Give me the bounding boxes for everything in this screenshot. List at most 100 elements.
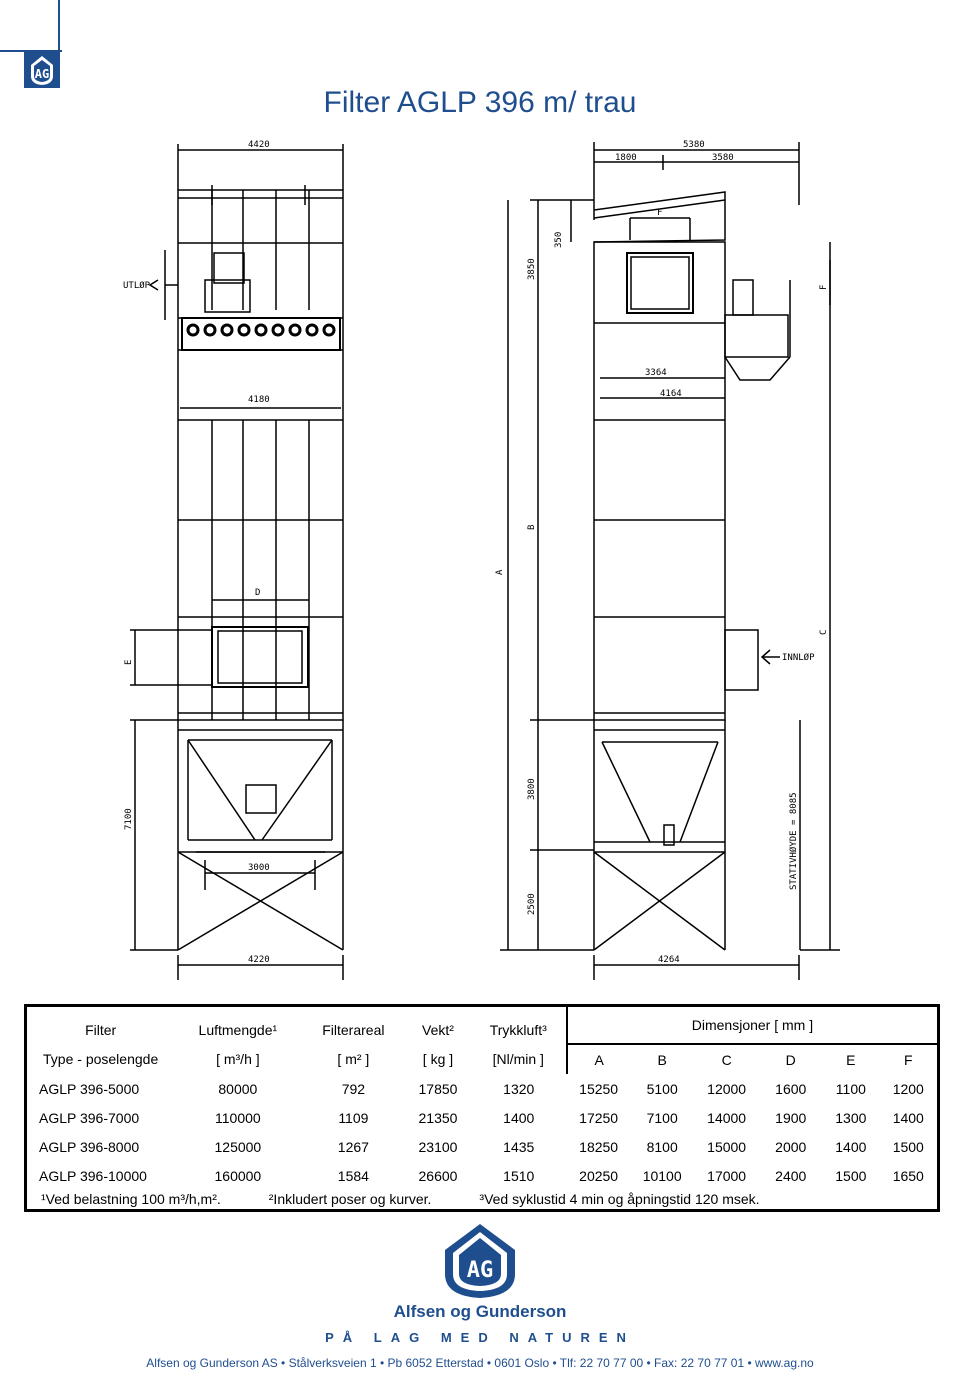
cell-weight: 17850 <box>418 1080 458 1097</box>
cell-model: AGLP 396-8000 <box>39 1138 140 1155</box>
dim-f-side: F <box>819 285 829 290</box>
cell-b: 7100 <box>646 1109 678 1126</box>
header-area-line1: Filterareal <box>322 1021 385 1038</box>
cell-airflow: 80000 <box>218 1080 258 1097</box>
cell-c: 15000 <box>707 1138 747 1155</box>
cell-d: 1600 <box>775 1080 807 1097</box>
dim-3850: 3850 <box>527 258 537 280</box>
dim-c: C <box>819 630 829 635</box>
dim-3800: 3800 <box>527 778 537 800</box>
filter-technical-drawing: 4420 5380 1800 3580 F 350 3850 F UTLØP 4… <box>123 140 840 980</box>
company-address: Alfsen og Gunderson AS • Stålverksveien … <box>146 1356 814 1370</box>
cell-b: 10100 <box>642 1167 682 1184</box>
brand-name: Alfsen og Gunderson <box>393 1302 567 1321</box>
dim-5380: 5380 <box>683 140 705 150</box>
table-row: AGLP 396-5000 80000 792 17850 1320 15250… <box>27 1074 937 1103</box>
outlet-label: UTLØP <box>123 280 151 291</box>
dim-d: D <box>255 588 260 598</box>
dim-4164: 4164 <box>660 389 682 399</box>
cell-area: 1267 <box>337 1138 369 1155</box>
cell-airflow: 125000 <box>214 1138 262 1155</box>
cell-model: AGLP 396-5000 <box>39 1080 140 1097</box>
header-air-line1: Luftmengde¹ <box>198 1021 278 1038</box>
footnote-2: ²Inkludert poser og kurver. <box>268 1191 432 1207</box>
header-dim-c: C <box>721 1051 732 1068</box>
header-weight-line1: Vekt² <box>422 1021 454 1038</box>
cell-c: 17000 <box>707 1167 747 1184</box>
cell-e: 1300 <box>835 1109 867 1126</box>
cell-c: 14000 <box>707 1109 747 1126</box>
cell-area: 1109 <box>338 1109 369 1126</box>
spec-table: Filter Luftmengde¹ Filterareal Vekt² Try… <box>24 1004 940 1212</box>
cell-f: 1650 <box>892 1167 924 1184</box>
cell-model: AGLP 396-10000 <box>39 1167 147 1184</box>
header-dimensions: Dimensjoner [ mm ] <box>565 1007 937 1045</box>
cell-pressure: 1400 <box>503 1109 535 1126</box>
cell-area: 792 <box>341 1080 366 1097</box>
header-dim-f: F <box>903 1051 913 1068</box>
dim-2500: 2500 <box>527 893 537 915</box>
cell-a: 20250 <box>579 1167 619 1184</box>
ag-logo-small: AG <box>24 51 60 88</box>
footnote-3: ³Ved syklustid 4 min og åpningstid 120 m… <box>479 1191 760 1207</box>
cell-e: 1400 <box>835 1138 867 1155</box>
header-filter-line1: Filter <box>85 1021 117 1038</box>
cell-weight: 21350 <box>418 1109 458 1126</box>
cell-a: 18250 <box>579 1138 619 1155</box>
cell-airflow: 110000 <box>215 1109 261 1126</box>
header-rule-vertical <box>58 0 60 60</box>
cell-f: 1500 <box>892 1138 924 1155</box>
dim-a: A <box>495 569 505 575</box>
dim-3364: 3364 <box>645 368 667 378</box>
cell-d: 1900 <box>775 1109 807 1126</box>
dim-4220: 4220 <box>248 955 270 965</box>
header-weight-line2: [ kg ] <box>422 1051 454 1067</box>
footnote-1: ¹Ved belastning 100 m³/h,m². <box>41 1191 221 1207</box>
svg-text:AG: AG <box>35 67 49 81</box>
dim-4420: 4420 <box>248 140 270 150</box>
header-air-line2: [ m³/h ] <box>216 1051 260 1067</box>
cell-airflow: 160000 <box>214 1167 262 1184</box>
cell-model: AGLP 396-7000 <box>39 1109 140 1126</box>
dim-3580: 3580 <box>712 153 734 163</box>
table-row: AGLP 396-8000 125000 1267 23100 1435 182… <box>27 1132 937 1161</box>
cell-f: 1200 <box>892 1080 924 1097</box>
header-dim-d: D <box>785 1051 796 1068</box>
cell-weight: 23100 <box>418 1138 458 1155</box>
header-filter-line2: Type - poselengde <box>43 1051 159 1067</box>
table-row: AGLP 396-7000 110000 1109 21350 1400 172… <box>27 1103 937 1132</box>
header-pressure-line2: [Nl/min ] <box>492 1051 544 1067</box>
side-view <box>500 142 840 980</box>
cell-pressure: 1435 <box>503 1138 535 1155</box>
cell-pressure: 1320 <box>503 1080 535 1097</box>
cell-c: 12000 <box>707 1080 747 1097</box>
cell-area: 1584 <box>337 1167 369 1184</box>
cell-b: 5100 <box>646 1080 678 1097</box>
dim-1800: 1800 <box>615 153 637 163</box>
table-row: AGLP 396-10000 160000 1584 26600 1510 20… <box>27 1161 937 1190</box>
front-view <box>130 144 344 980</box>
dim-4180: 4180 <box>248 395 270 405</box>
table-footnotes: ¹Ved belastning 100 m³/h,m². ²Inkludert … <box>41 1191 931 1207</box>
dim-7100: 7100 <box>124 808 134 830</box>
header-pressure-line1: Trykkluft³ <box>489 1021 547 1038</box>
dim-b: B <box>527 525 537 530</box>
slogan: PÅ LAG MED NATUREN <box>325 1330 635 1345</box>
cell-b: 8100 <box>646 1138 678 1155</box>
page-title: Filter AGLP 396 m/ trau <box>323 86 637 119</box>
dim-4264: 4264 <box>658 955 680 965</box>
ag-logo: AG <box>403 1222 557 1305</box>
header-dim-b: B <box>657 1051 667 1068</box>
cell-pressure: 1510 <box>503 1167 535 1184</box>
cell-d: 2000 <box>775 1138 807 1155</box>
cell-a: 15250 <box>579 1080 619 1097</box>
header-dim-e: E <box>846 1051 856 1068</box>
cell-f: 1400 <box>892 1109 924 1126</box>
header-area-line2: [ m² ] <box>337 1051 370 1067</box>
header-dim-a: A <box>565 1044 631 1074</box>
cell-weight: 26600 <box>418 1167 458 1184</box>
cell-d: 2400 <box>775 1167 807 1184</box>
inlet-label: INNLØP <box>782 652 815 663</box>
cell-e: 1100 <box>835 1080 866 1097</box>
dim-e: E <box>124 660 134 665</box>
